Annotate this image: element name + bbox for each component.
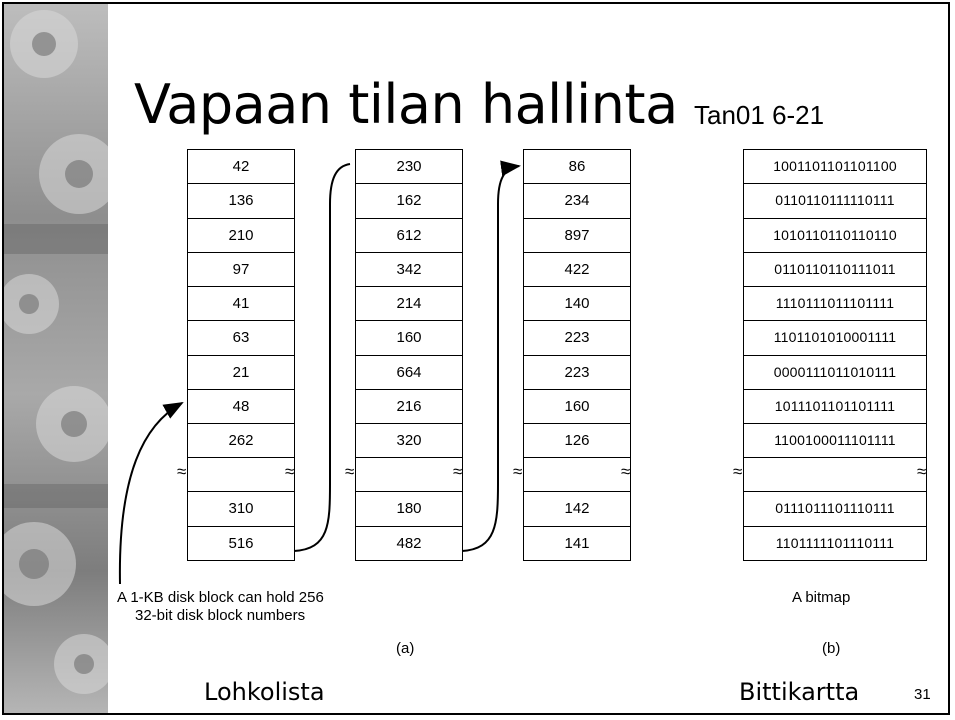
- block-number-cell: 897: [524, 219, 630, 253]
- bitmap-column: 1001101101101100 0110110111110111 101011…: [743, 149, 927, 561]
- bitmap-row: 1011101101101111: [744, 390, 926, 424]
- break-symbol: ≈: [621, 462, 631, 481]
- break-symbol: ≈: [513, 462, 523, 481]
- bitmap-row: 1100100011101111: [744, 424, 926, 459]
- bitmap-row: 1101101010001111: [744, 321, 926, 356]
- slide-reference: Tan01 6-21: [694, 100, 825, 130]
- block-number-cell: 126: [524, 424, 630, 459]
- block-number-cell: 86: [524, 150, 630, 185]
- bitmap-row: 1010110110110110: [744, 219, 926, 253]
- block-number-cell: 234: [524, 184, 630, 219]
- block-list-column-1: 42 136 210 97 41 63 21 48 262 310 516: [187, 149, 295, 561]
- break-symbol: ≈: [453, 462, 463, 481]
- bitmap-row: 0110110110111011: [744, 253, 926, 287]
- gear-pattern-graphic: [4, 10, 108, 694]
- block-number-cell: 48: [188, 390, 294, 424]
- page-number: 31: [914, 686, 931, 703]
- break-symbol: ≈: [177, 462, 187, 481]
- block-list-column-2: 230 162 612 342 214 160 664 216 320 180 …: [355, 149, 463, 561]
- block-number-cell: 262: [188, 424, 294, 459]
- decorative-gear-strip: [4, 4, 108, 713]
- break-symbol: ≈: [285, 462, 295, 481]
- break-cell: [356, 458, 462, 493]
- bitmap-row: 1001101101101100: [744, 150, 926, 185]
- break-symbol: ≈: [733, 462, 743, 481]
- block-number-cell: 664: [356, 356, 462, 390]
- block-number-cell: 63: [188, 321, 294, 356]
- pointer-arrow: [118, 402, 184, 585]
- block-number-cell: 342: [356, 253, 462, 287]
- bitmap-row: 0000111011010111: [744, 356, 926, 390]
- figure-b-bottom-label: Bittikartta: [739, 678, 860, 706]
- slide-title: Vapaan tilan hallinta: [134, 73, 678, 136]
- caption-line: 32-bit disk block numbers: [135, 607, 306, 624]
- block-number-cell: 21: [188, 356, 294, 390]
- block-number-cell: 482: [356, 527, 462, 561]
- block-number-cell: 160: [356, 321, 462, 356]
- block-number-cell: 142: [524, 492, 630, 527]
- block-number-cell: 216: [356, 390, 462, 424]
- break-cell: [524, 458, 630, 493]
- block-number-cell: 97: [188, 253, 294, 287]
- bitmap-row: 1110111011101111: [744, 287, 926, 322]
- bitmap-row: 0110110111110111: [744, 184, 926, 219]
- block-number-cell: 42: [188, 150, 294, 185]
- break-symbol: ≈: [917, 462, 927, 481]
- block-number-cell: 230: [356, 150, 462, 185]
- break-cell: [744, 458, 926, 493]
- bitmap-row: 1101111101110111: [744, 527, 926, 561]
- pointer-arrow: [293, 163, 351, 552]
- pointer-arrow: [461, 160, 521, 552]
- bitmap-row: 0111011101110111: [744, 492, 926, 527]
- block-number-cell: 141: [524, 527, 630, 561]
- break-cell: [188, 458, 294, 493]
- block-number-cell: 320: [356, 424, 462, 459]
- block-number-cell: 223: [524, 356, 630, 390]
- block-number-cell: 210: [188, 219, 294, 253]
- figure-a-caption: A 1-KB disk block can hold 256 32-bit di…: [117, 589, 324, 625]
- figure-a-bottom-label: Lohkolista: [204, 678, 325, 706]
- block-number-cell: 140: [524, 287, 630, 322]
- figure-b-caption: A bitmap: [792, 589, 851, 606]
- block-number-cell: 214: [356, 287, 462, 322]
- caption-line: A 1-KB disk block can hold 256: [117, 589, 324, 606]
- block-number-cell: 612: [356, 219, 462, 253]
- figure-b-label: (b): [822, 640, 841, 657]
- block-number-cell: 516: [188, 527, 294, 561]
- block-list-column-3: 86 234 897 422 140 223 223 160 126 142 1…: [523, 149, 631, 561]
- block-number-cell: 180: [356, 492, 462, 527]
- block-number-cell: 41: [188, 287, 294, 322]
- figure-a-label: (a): [396, 640, 415, 657]
- block-number-cell: 223: [524, 321, 630, 356]
- block-number-cell: 422: [524, 253, 630, 287]
- block-number-cell: 162: [356, 184, 462, 219]
- break-symbol: ≈: [345, 462, 355, 481]
- block-number-cell: 136: [188, 184, 294, 219]
- block-number-cell: 310: [188, 492, 294, 527]
- block-number-cell: 160: [524, 390, 630, 424]
